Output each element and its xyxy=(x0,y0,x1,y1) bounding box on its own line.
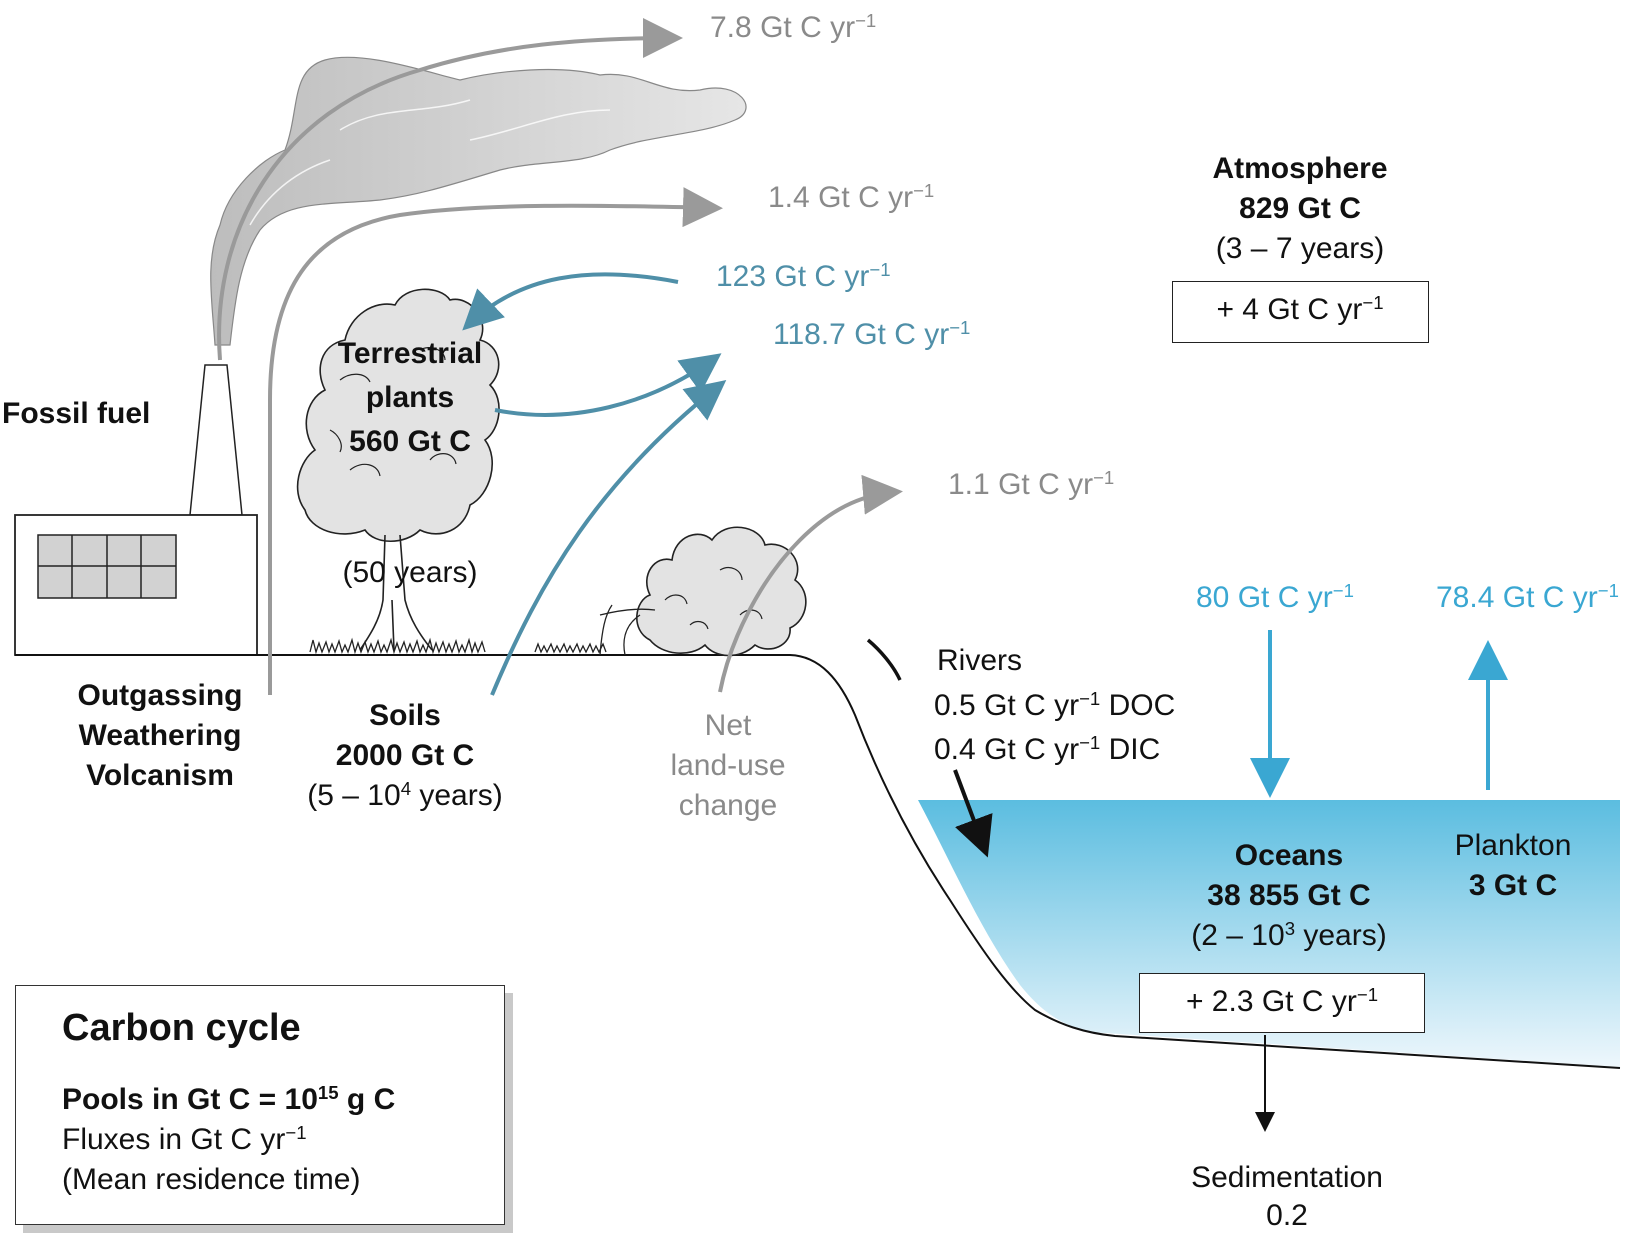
outgassing-label-1: Outgassing xyxy=(77,679,243,712)
oceans-change-box xyxy=(1139,973,1425,1033)
plankton-label-2: 3 Gt C xyxy=(1468,869,1558,902)
plankton-label-1: Plankton xyxy=(1454,829,1572,862)
legend-fluxes: Fluxes in Gt C yr−1 xyxy=(62,1121,307,1156)
landuse-label-2: land-use xyxy=(670,749,786,782)
oceans-label-2: 38 855 Gt C xyxy=(1207,879,1371,912)
soils-label-1: Soils xyxy=(369,699,441,732)
fossil-flux-arrow xyxy=(217,18,683,361)
fossil-flux-label: 7.8 Gt C yr−1 xyxy=(710,9,877,44)
oceans-label-1: Oceans xyxy=(1234,839,1344,872)
legend-title: Carbon cycle xyxy=(62,1007,301,1049)
soils-label-2: 2000 Gt C xyxy=(335,739,475,772)
grass xyxy=(309,637,607,655)
sedimentation-label: Sedimentation xyxy=(1191,1161,1383,1194)
legend-box: Carbon cycle Pools in Gt C = 1015 g C Fl… xyxy=(15,985,505,1225)
factory-windows xyxy=(37,534,177,599)
outgassing-label-2: Weathering xyxy=(78,719,242,752)
outgassing-label-3: Volcanism xyxy=(86,759,234,792)
smoke-plume xyxy=(210,56,747,346)
bush xyxy=(599,526,807,657)
release-flux-arrow xyxy=(494,353,722,417)
tree xyxy=(296,288,500,651)
landuse-label-3: change xyxy=(678,789,778,822)
rivers-doc: 0.5 Gt C yr−1 DOC xyxy=(934,687,1176,722)
landuse-label-1: Net xyxy=(704,709,752,742)
legend-pools: Pools in Gt C = 1015 g C xyxy=(62,1081,396,1116)
soils-time: (5 – 104 years) xyxy=(307,777,503,812)
terrestrial-label-3: 560 Gt C xyxy=(349,425,471,458)
outgassing-flux-arrow xyxy=(268,187,723,695)
oceans-change: + 2.3 Gt C yr−1 xyxy=(1185,983,1379,1018)
terrestrial-label-1: Terrestrial xyxy=(337,337,483,370)
rivers-dic: 0.4 Gt C yr−1 DIC xyxy=(934,731,1161,766)
uptake-flux-label: 123 Gt C yr−1 xyxy=(716,258,891,293)
river-arc xyxy=(866,638,902,681)
ground-line xyxy=(15,654,1621,1069)
atmosphere-label-2: 829 Gt C xyxy=(1239,192,1361,225)
atmosphere-label-1: Atmosphere xyxy=(1212,152,1388,185)
chimney xyxy=(189,364,243,516)
ocean-in-flux-label: 80 Gt C yr−1 xyxy=(1196,579,1354,614)
rivers-label: Rivers xyxy=(937,644,1023,677)
soil-flux-arrow xyxy=(490,380,727,696)
uptake-flux-arrow xyxy=(462,272,679,331)
landuse-flux-label: 1.1 Gt C yr−1 xyxy=(948,466,1115,501)
ocean-water xyxy=(918,800,1620,1067)
legend-residence: (Mean residence time) xyxy=(62,1163,361,1196)
river-arrow xyxy=(953,769,993,858)
terrestrial-time: (50 years) xyxy=(342,556,478,589)
oceans-time: (2 – 103 years) xyxy=(1191,917,1387,952)
fossil-fuel-label: Fossil fuel xyxy=(2,397,151,430)
atmosphere-change-box xyxy=(1172,281,1429,343)
atmosphere-change: + 4 Gt C yr−1 xyxy=(1216,291,1384,326)
sedimentation-value: 0.2 xyxy=(1266,1199,1308,1232)
atmosphere-time: (3 – 7 years) xyxy=(1215,232,1385,265)
ocean-out-flux-label: 78.4 Gt C yr−1 xyxy=(1436,579,1619,614)
landuse-flux-arrow xyxy=(718,474,903,693)
outgassing-flux-label: 1.4 Gt C yr−1 xyxy=(768,179,935,214)
release-flux-label: 118.7 Gt C yr−1 xyxy=(773,316,971,351)
terrestrial-label-2: plants xyxy=(365,381,455,414)
